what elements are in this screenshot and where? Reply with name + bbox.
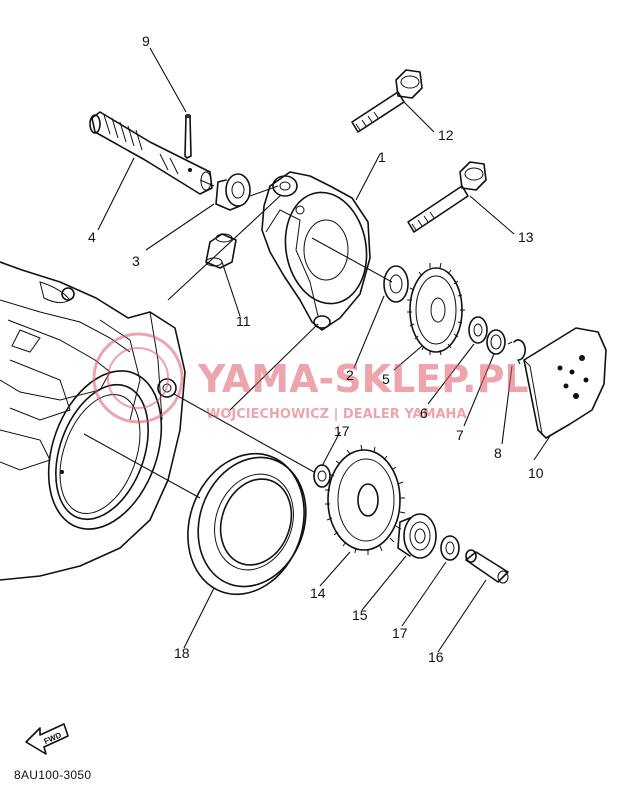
diagram-code: 8AU100-3050	[14, 768, 92, 782]
watermark: YAMA-SKLEP.PL WOJCIECHOWICZ | DEALER YAM…	[92, 332, 529, 424]
strainer-ring	[187, 452, 307, 596]
callout-18: 18	[174, 645, 190, 661]
callout-17-lower: 17	[392, 625, 408, 641]
pump-housing	[261, 171, 371, 331]
watermark-brand: YAMA-SKLEP.PL	[197, 357, 529, 401]
oil-seal	[383, 265, 409, 303]
bolt-12	[351, 69, 423, 133]
pin	[184, 114, 192, 159]
washer-17-upper	[313, 464, 331, 488]
callout-9: 9	[142, 33, 150, 49]
callout-2: 2	[346, 367, 354, 383]
circlip-8	[507, 339, 526, 365]
washer-7	[486, 329, 506, 355]
washer-6	[468, 316, 488, 344]
callout-12: 12	[438, 127, 454, 143]
large-gear	[325, 444, 406, 555]
callout-4: 4	[88, 229, 96, 245]
callout-5: 5	[382, 371, 390, 387]
callout-1: 1	[378, 149, 386, 165]
crankcase	[0, 261, 186, 581]
callout-3: 3	[132, 253, 140, 269]
callout-11: 11	[236, 313, 251, 329]
forward-arrow-icon: FWD	[25, 723, 69, 755]
callout-labels: 9 4 3 11 1 12 13 2 5 6 7 8 10 17 14 15 1…	[88, 33, 544, 665]
callout-16: 16	[428, 649, 444, 665]
callout-8: 8	[494, 445, 502, 461]
collar	[465, 549, 509, 584]
watermark-tagline: WOJCIECHOWICZ | DEALER YAMAHA	[206, 407, 467, 422]
drive-shaft	[89, 111, 213, 195]
callout-6: 6	[420, 405, 428, 421]
bearing	[397, 513, 437, 559]
callout-13: 13	[518, 229, 534, 245]
bushing	[215, 173, 251, 211]
callout-15: 15	[352, 607, 368, 623]
watermark-logo	[92, 332, 184, 424]
washer-17-lower	[440, 535, 460, 561]
callout-17-upper: 17	[334, 423, 350, 439]
cover-plate	[523, 327, 607, 439]
small-gear	[407, 262, 465, 356]
callout-14: 14	[310, 585, 326, 601]
leader-lines	[83, 47, 551, 653]
bolt-13	[407, 161, 487, 233]
callout-7: 7	[456, 427, 464, 443]
callout-10: 10	[528, 465, 544, 481]
